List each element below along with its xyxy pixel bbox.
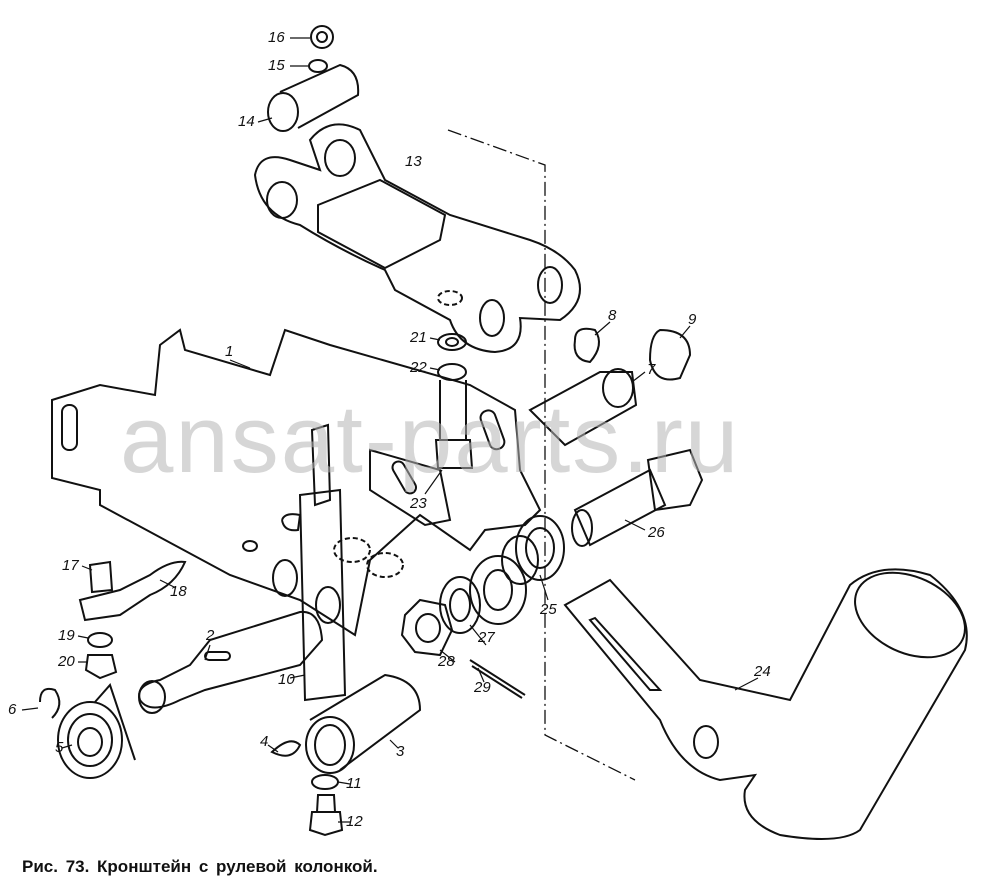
part-23-bolt: [434, 333, 474, 469]
label-24: 24: [754, 663, 771, 680]
label-27: 27: [478, 629, 495, 646]
label-21: 21: [410, 329, 427, 346]
label-18: 18: [170, 583, 187, 600]
label-9: 9: [688, 311, 697, 328]
label-14: 14: [238, 113, 255, 130]
part-10-rack: [281, 423, 347, 702]
part-17-20-clamp: [78, 560, 187, 680]
part-3-bushing: [305, 673, 422, 774]
part-11-12-nut: [308, 774, 344, 837]
label-26: 26: [648, 524, 665, 541]
label-8: 8: [608, 307, 617, 324]
leader-lines: [21, 37, 759, 823]
label-29: 29: [474, 679, 491, 696]
label-1: 1: [225, 343, 234, 360]
part-5-6-spring: [39, 683, 136, 779]
label-15: 15: [268, 57, 285, 74]
label-5: 5: [55, 739, 64, 756]
part-4-key: [270, 740, 302, 757]
label-6: 6: [8, 701, 17, 718]
watermark: ansat-parts.ru: [120, 386, 741, 493]
part-26-bolt: [571, 448, 704, 547]
label-7: 7: [647, 361, 656, 378]
part-1-main-bracket: [51, 328, 542, 637]
part-29-cotter-pin: [469, 659, 526, 699]
label-20: 20: [58, 653, 75, 670]
part-13-bracket: [253, 123, 581, 354]
label-28: 28: [438, 653, 455, 670]
label-19: 19: [58, 627, 75, 644]
label-23: 23: [410, 495, 427, 512]
label-13: 13: [405, 153, 422, 170]
label-2: 2: [206, 627, 215, 644]
part-7-splined-shaft: [528, 368, 638, 447]
part-24-steering-column: [563, 568, 968, 840]
label-16: 16: [268, 29, 285, 46]
label-12: 12: [346, 813, 363, 830]
figure-caption: Рис. 73. Кронштейн с рулевой колонкой.: [22, 857, 378, 876]
label-4: 4: [260, 733, 269, 750]
label-25: 25: [540, 601, 557, 618]
label-22: 22: [410, 359, 427, 376]
label-17: 17: [62, 557, 79, 574]
centerline: [447, 129, 636, 781]
part-25-27-28-washers: [400, 515, 565, 657]
part-2-shaft: [138, 610, 324, 714]
label-11: 11: [346, 775, 362, 792]
part-14-pin: [267, 25, 360, 132]
label-3: 3: [396, 743, 405, 760]
label-10: 10: [278, 671, 295, 688]
part-8-9-rings: [573, 327, 692, 381]
